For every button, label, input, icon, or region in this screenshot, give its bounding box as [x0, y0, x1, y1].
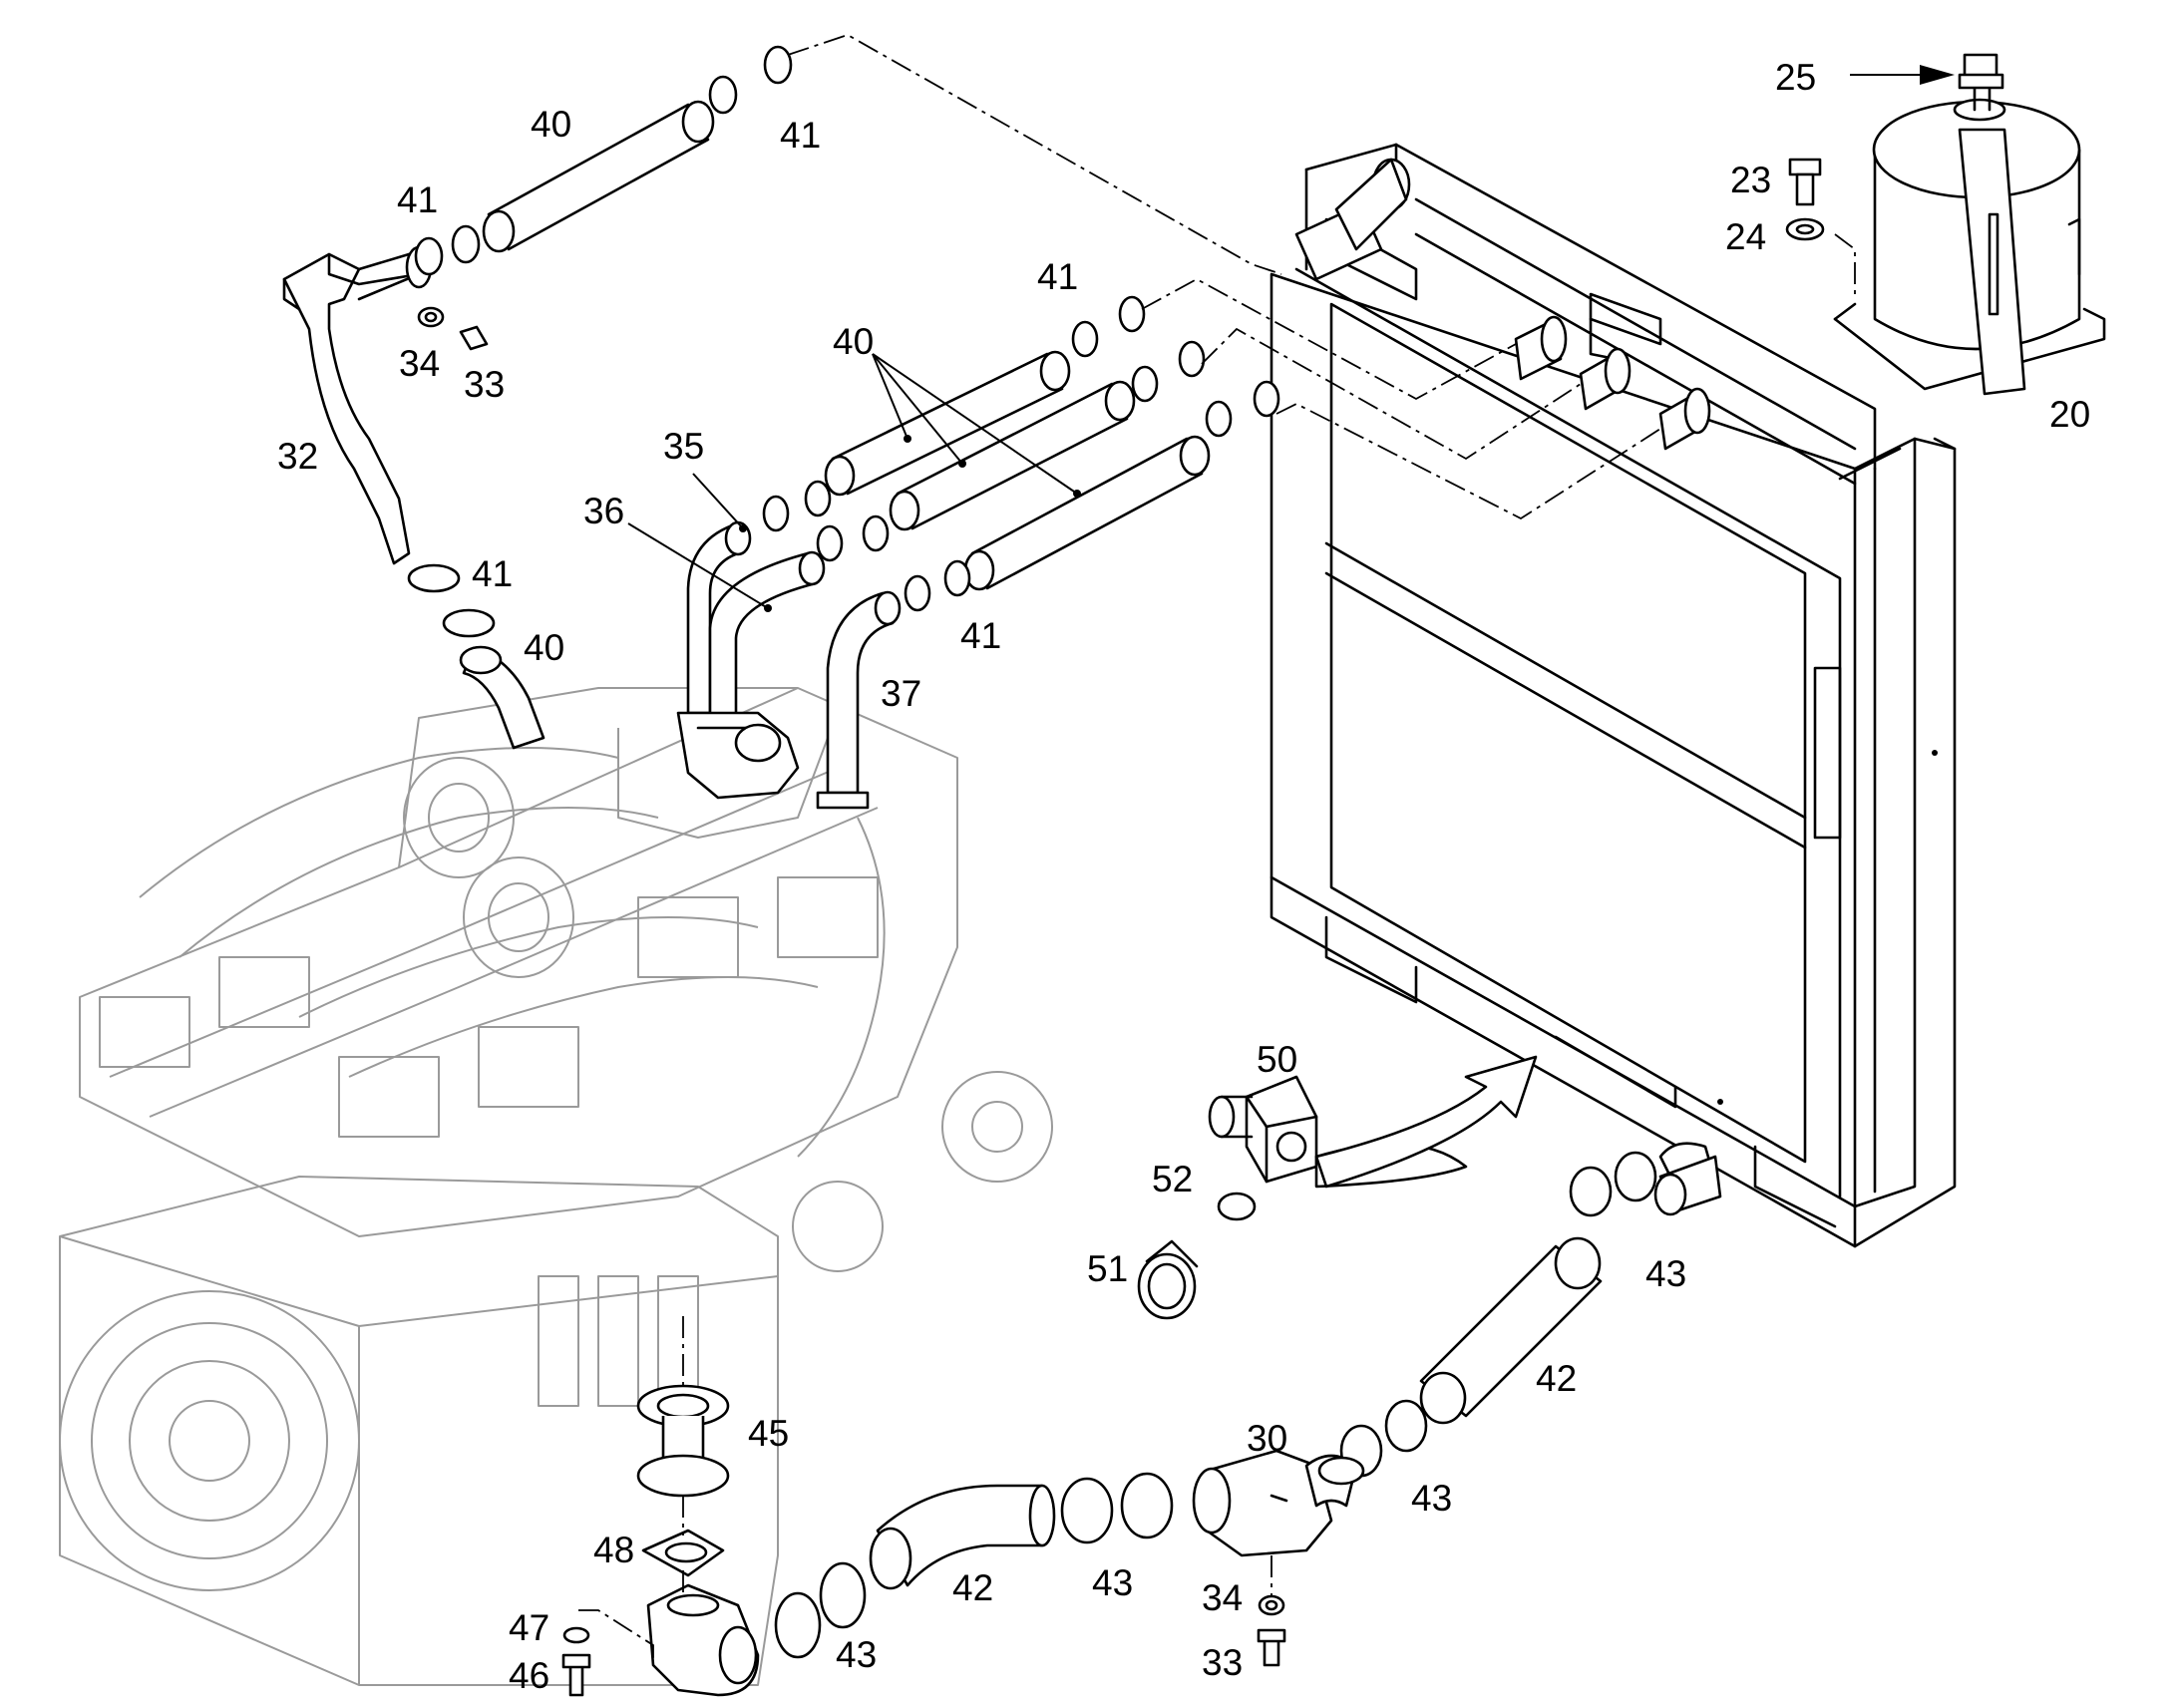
callout-42-right: 42: [1536, 1358, 1577, 1399]
connection-lines: [578, 34, 1856, 1660]
callout-40-top: 40: [531, 104, 571, 145]
gasket-48: [641, 1529, 725, 1577]
pump-inlet-elbow: [646, 1583, 760, 1697]
seal-ring-52: [1217, 1192, 1257, 1221]
thermostat-housing: [676, 711, 800, 800]
callout-20: 20: [2049, 394, 2090, 435]
callout-41-lower: 41: [960, 615, 1001, 656]
leader-dots: [739, 435, 1081, 612]
callout-50: 50: [1257, 1039, 1297, 1080]
radiator: [1270, 143, 1957, 1248]
hose-42-right: [1419, 1155, 1722, 1425]
callout-52: 52: [1152, 1159, 1193, 1199]
bolt-23: [1788, 158, 1822, 206]
callout-40-left: 40: [524, 627, 564, 668]
hose-40-left: [459, 645, 545, 750]
leader-lines: [627, 353, 1078, 609]
callout-43-left: 43: [836, 1634, 877, 1675]
plug-51: [1137, 1239, 1199, 1320]
sensor-adapter-50: [1208, 1075, 1318, 1184]
expansion-tank: [1833, 53, 2106, 396]
callout-48: 48: [593, 1530, 634, 1570]
callout-46: 46: [509, 1655, 549, 1696]
callout-41-top: 41: [780, 115, 821, 156]
callout-24: 24: [1725, 216, 1766, 257]
bolt-washer-33-34-upper: [417, 306, 489, 351]
hose-40-lower: [963, 435, 1211, 591]
callout-23: 23: [1730, 160, 1771, 200]
flow-arrow: [1314, 1055, 1538, 1189]
callout-36: 36: [583, 491, 624, 531]
callout-41-middle: 41: [1037, 256, 1078, 297]
callout-37: 37: [881, 673, 921, 714]
callout-47: 47: [509, 1607, 549, 1648]
callout-35: 35: [663, 426, 704, 467]
washer-47: [562, 1626, 590, 1644]
callout-43-middle: 43: [1092, 1562, 1133, 1603]
callout-33-upper: 33: [464, 364, 505, 405]
hose-40-top: [482, 100, 715, 253]
hose-40-middle: [889, 380, 1136, 531]
callout-34-upper: 34: [399, 343, 440, 384]
washer-24: [1785, 217, 1825, 241]
pipe-36: [708, 550, 826, 725]
clamps-43: [774, 1151, 1657, 1659]
adapter-45: [636, 1384, 730, 1498]
callout-43-right: 43: [1411, 1478, 1452, 1519]
clamps-41: [407, 45, 1280, 638]
callout-32: 32: [277, 436, 318, 477]
hose-42-left: [869, 1484, 1056, 1590]
callout-34-lower: 34: [1202, 1577, 1243, 1618]
callout-41-left: 41: [472, 553, 513, 594]
callout-33-lower: 33: [1202, 1642, 1243, 1683]
callout-51: 51: [1087, 1248, 1128, 1289]
bolt-46: [561, 1653, 591, 1697]
pipe-32: [282, 245, 433, 565]
callout-43-upper-right: 43: [1645, 1253, 1686, 1294]
bolt-washer-33-34-lower: [1257, 1594, 1286, 1667]
callout-42-left: 42: [952, 1567, 993, 1608]
elbow-30: [1192, 1449, 1365, 1557]
hose-40-upper: [824, 350, 1071, 497]
callout-41-upper-left: 41: [397, 179, 438, 220]
pipe-37: [816, 590, 902, 810]
engine-block: [59, 687, 1053, 1686]
callout-30: 30: [1247, 1418, 1287, 1459]
callout-45: 45: [748, 1413, 789, 1454]
callout-40-group: 40: [833, 321, 874, 362]
callout-25: 25: [1775, 57, 1816, 98]
callouts: 25 23 24 20 40 41 41 34 33 32 41 40 35 3…: [277, 57, 2090, 1696]
pointer-arrow-25: [1850, 65, 1955, 85]
